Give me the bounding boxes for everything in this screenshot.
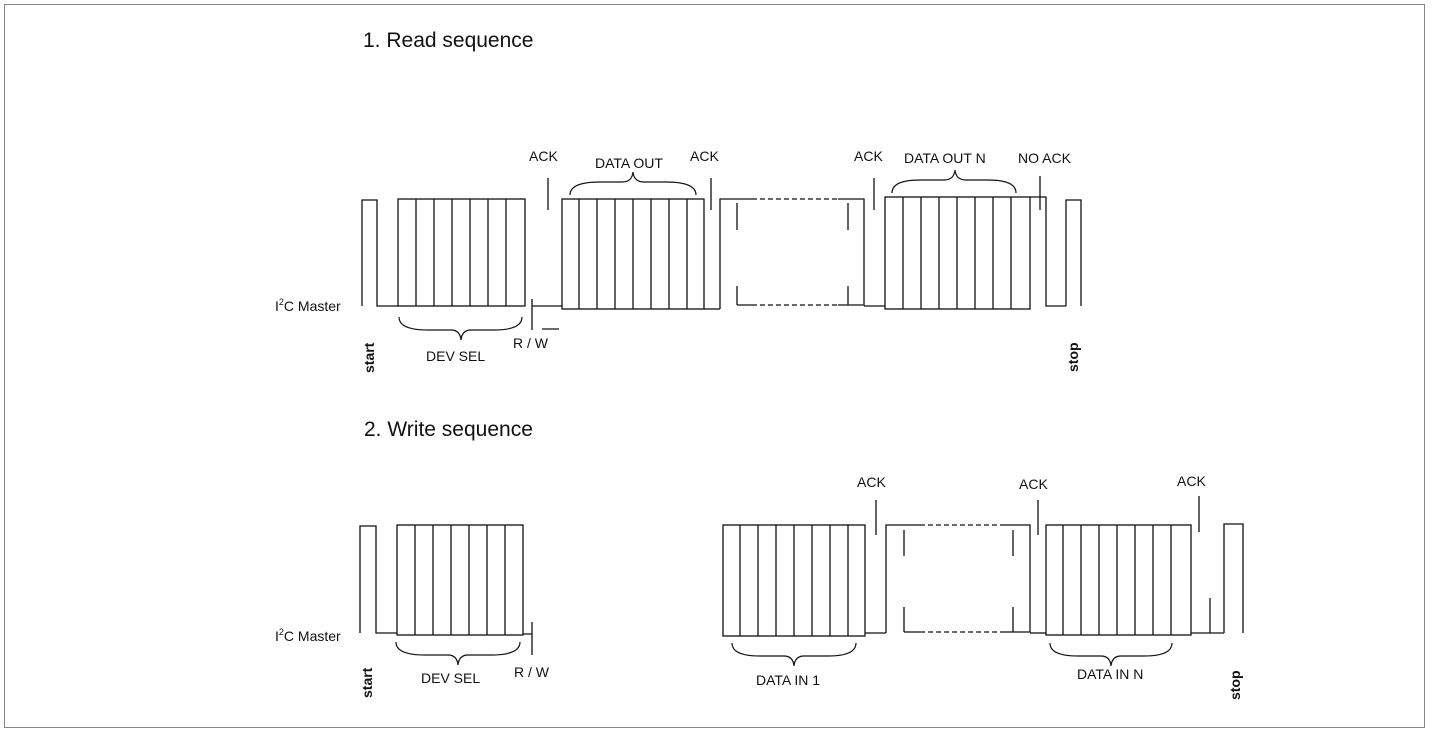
write-ack-3-marker <box>1191 496 1224 634</box>
read-ack-3-label: ACK <box>854 148 883 164</box>
read-continuation <box>719 198 885 309</box>
read-dev-sel-label: DEV SEL <box>426 348 485 364</box>
read-start-pulse <box>361 199 398 307</box>
write-data-in-1-block <box>722 524 886 637</box>
read-master-label: I2C Master <box>275 297 341 314</box>
write-data-in-n-brace <box>1049 642 1173 667</box>
read-no-ack-marker <box>1030 176 1066 307</box>
read-ack-1-label: ACK <box>529 148 558 164</box>
write-stop-pulse <box>1223 523 1244 633</box>
read-start-label: start <box>361 342 377 373</box>
read-stop-label: stop <box>1065 342 1081 372</box>
read-data-out-brace <box>569 171 697 196</box>
read-rw-label: R / W <box>513 335 549 351</box>
write-sequence-title: 2. Write sequence <box>364 418 533 441</box>
read-rw-marker <box>531 299 559 330</box>
read-sequence: 1. Read sequence I2C Master <box>275 29 1082 373</box>
write-data-in-n-label: DATA IN N <box>1077 666 1143 682</box>
write-start-label: start <box>359 667 375 698</box>
write-dev-sel-brace <box>395 641 521 666</box>
read-ack-2-label: ACK <box>690 148 719 164</box>
write-ack-1-label: ACK <box>857 474 886 490</box>
read-dev-sel-block <box>397 198 526 307</box>
read-data-out-n-brace <box>891 169 1017 194</box>
write-master-label: I2C Master <box>275 627 341 644</box>
write-dev-sel-label: DEV SEL <box>421 670 480 686</box>
read-stop-pulse <box>1065 199 1082 306</box>
write-rw-label: R / W <box>514 664 550 680</box>
read-data-out-n-label: DATA OUT N <box>904 150 986 166</box>
write-stop-label: stop <box>1227 670 1243 700</box>
read-data-out-block <box>545 198 720 310</box>
write-ack-3-label: ACK <box>1177 473 1206 489</box>
write-ack-2-label: ACK <box>1019 476 1048 492</box>
diagram-frame <box>4 4 1425 728</box>
write-data-in-1-brace <box>731 642 857 667</box>
read-data-out-label: DATA OUT <box>595 155 663 171</box>
read-no-ack-label: NO ACK <box>1018 150 1072 166</box>
write-dev-sel-block <box>396 524 524 636</box>
read-dev-sel-brace <box>398 316 523 341</box>
write-start-pulse <box>359 525 397 634</box>
write-continuation <box>885 524 1046 634</box>
write-sequence: 2. Write sequence I2C Master <box>275 418 1244 700</box>
read-data-out-n-block <box>884 196 1031 310</box>
write-rw-marker <box>523 622 533 655</box>
read-sequence-title: 1. Read sequence <box>363 29 533 52</box>
write-data-in-n-block <box>1045 524 1192 636</box>
write-data-in-1-label: DATA IN 1 <box>756 672 820 688</box>
